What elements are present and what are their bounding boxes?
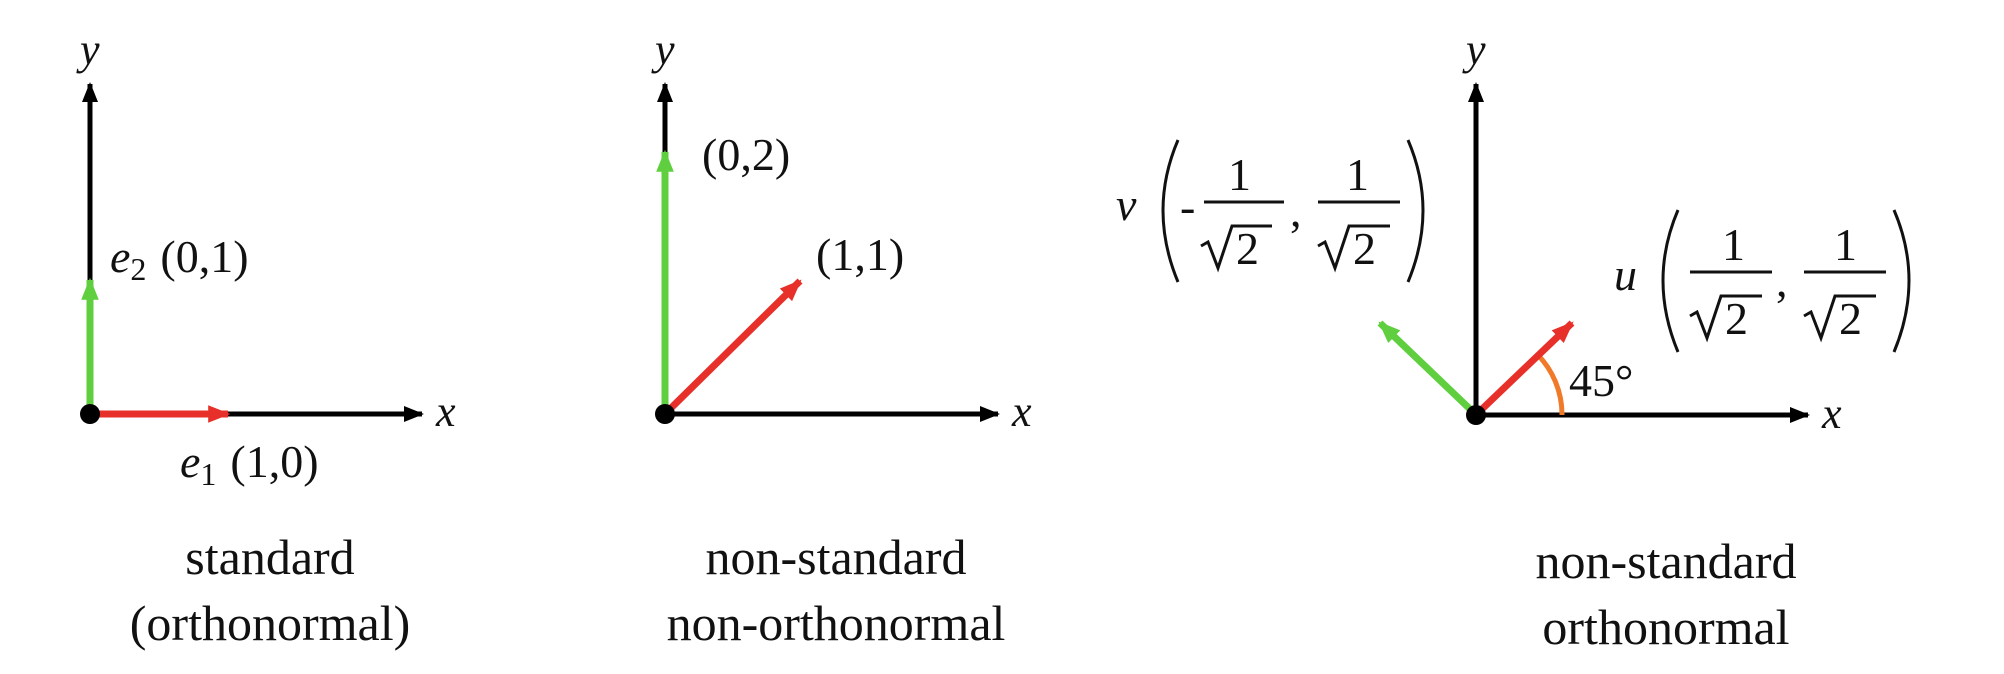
svg-text:1: 1 [1722,219,1745,270]
sqrt-sign [1803,294,1876,343]
origin-dot [655,404,675,424]
svg-text:-: - [1180,181,1195,232]
caption-line-2: non-orthonormal [667,595,1006,651]
v-vector-label: v - 1 2 , 1 2 [1116,139,1425,283]
svg-text:v: v [1116,179,1137,230]
sqrt-sign [1689,294,1762,343]
svg-text:,: , [1290,185,1302,236]
x-axis-label: x [435,387,456,436]
caption-line-1: standard [185,529,354,585]
svg-text:u: u [1614,249,1637,300]
svg-text:1: 1 [1834,219,1857,270]
panel-non-standard-non-orthonormal: y x (0,2) (1,1) non-standard non-orthono… [651,25,1032,651]
y-axis-label: y [1462,25,1486,74]
svg-text:2: 2 [1839,293,1862,344]
left-paren [1661,209,1680,353]
red-vector-1-1 [665,278,803,414]
svg-text:,: , [1776,255,1788,306]
green-vector-label: (0,2) [702,129,790,180]
left-paren [1161,139,1180,283]
x-axis-label: x [1821,389,1842,438]
origin-dot [80,404,100,424]
svg-text:1: 1 [1228,149,1251,200]
svg-text:2: 2 [1236,223,1259,274]
y-axis-label: y [76,25,100,74]
u-vector-label: u 1 2 , 1 2 [1614,209,1911,353]
green-vector-v [1377,320,1475,414]
angle-label: 45° [1569,355,1633,406]
e1-label: e1(1,0) [180,436,319,492]
svg-text:1: 1 [1346,149,1369,200]
caption-line-1: non-standard [1535,533,1796,589]
svg-text:2: 2 [1725,293,1748,344]
svg-text:2: 2 [1353,223,1376,274]
angle-arc [1535,352,1565,416]
e2-label: e2(0,1) [110,231,249,287]
sqrt-sign [1200,224,1272,273]
caption-line-2: (orthonormal) [130,595,410,651]
right-paren [1406,139,1425,283]
sqrt-sign [1317,224,1390,273]
x-axis-label: x [1011,387,1032,436]
red-vector-u [1477,320,1575,414]
panel-standard: y x e2(0,1) e1(1,0) standard (orthonorma… [76,25,456,651]
caption-line-2: orthonormal [1542,599,1789,655]
origin-dot [1466,405,1486,425]
caption-line-1: non-standard [705,529,966,585]
panel-non-standard-orthonormal: y x 45° v - 1 2 , 1 2 u 1 2 , [1116,25,1911,655]
red-vector-label: (1,1) [816,229,904,280]
right-paren [1892,209,1911,353]
y-axis-label: y [651,25,675,74]
